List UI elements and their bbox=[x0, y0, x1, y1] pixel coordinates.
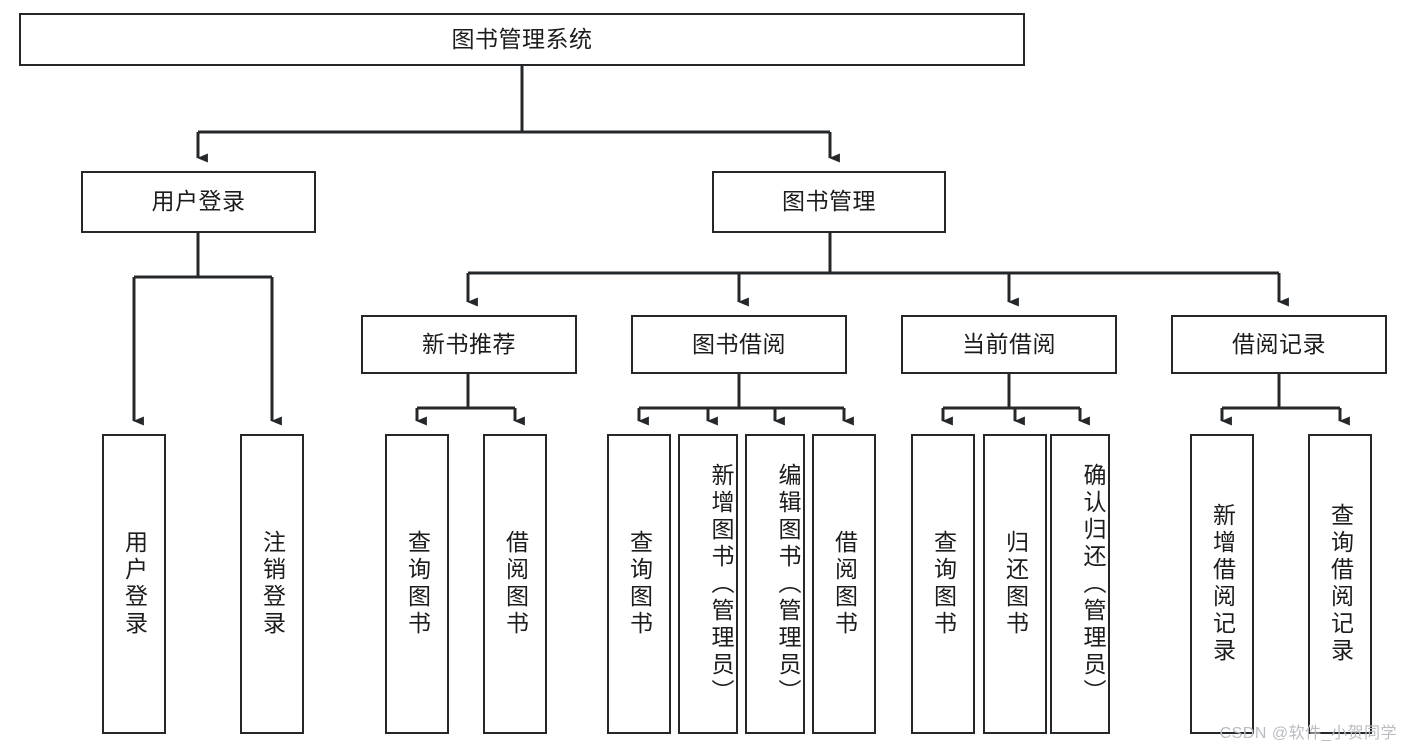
node-leaf-edit-book-admin[interactable]: 编辑图书（管理员） bbox=[745, 434, 805, 734]
node-level2-user-login[interactable]: 用户登录 bbox=[81, 171, 316, 233]
node-leaf-borrow-book[interactable]: 借阅图书 bbox=[812, 434, 876, 734]
node-level3-current-borrow[interactable]: 当前借阅 bbox=[901, 315, 1117, 374]
node-leaf-query-borrow-record[interactable]: 查询借阅记录 bbox=[1308, 434, 1372, 734]
node-leaf-user-login[interactable]: 用户登录 bbox=[102, 434, 166, 734]
node-level3-new-book-recommend[interactable]: 新书推荐 bbox=[361, 315, 577, 374]
node-leaf-add-borrow-record[interactable]: 新增借阅记录 bbox=[1190, 434, 1254, 734]
node-leaf-borrow-books-recommend[interactable]: 借阅图书 bbox=[483, 434, 547, 734]
node-leaf-query-books-borrow[interactable]: 查询图书 bbox=[607, 434, 671, 734]
node-level3-borrow-records[interactable]: 借阅记录 bbox=[1171, 315, 1387, 374]
node-leaf-add-book-admin[interactable]: 新增图书（管理员） bbox=[678, 434, 738, 734]
node-level3-book-borrow[interactable]: 图书借阅 bbox=[631, 315, 847, 374]
csdn-watermark: CSDN @软件_小贺同学 bbox=[1219, 725, 1397, 742]
node-root[interactable]: 图书管理系统 bbox=[19, 13, 1025, 66]
node-level2-book-management[interactable]: 图书管理 bbox=[712, 171, 946, 233]
node-leaf-return-book[interactable]: 归还图书 bbox=[983, 434, 1047, 734]
node-leaf-user-logout[interactable]: 注销登录 bbox=[240, 434, 304, 734]
node-leaf-confirm-return-admin[interactable]: 确认归还（管理员） bbox=[1050, 434, 1110, 734]
node-leaf-query-books-recommend[interactable]: 查询图书 bbox=[385, 434, 449, 734]
node-leaf-query-books-current[interactable]: 查询图书 bbox=[911, 434, 975, 734]
